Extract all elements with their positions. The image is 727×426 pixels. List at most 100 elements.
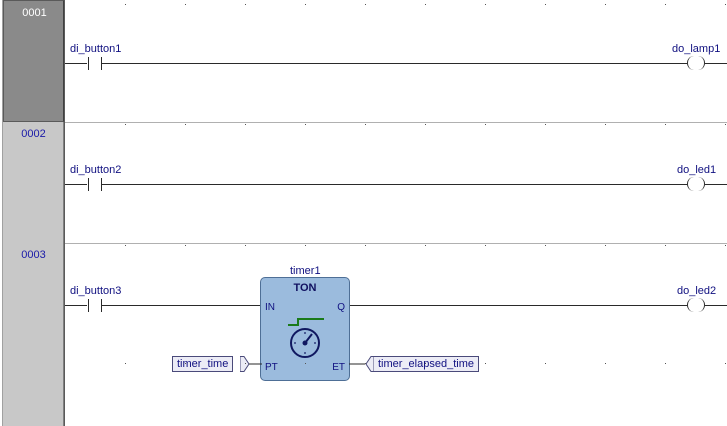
contact-label: di_button3 <box>70 285 122 297</box>
grid-dot <box>305 4 306 5</box>
grid-dot <box>365 124 366 125</box>
grid-dot <box>485 363 486 364</box>
grid-dot <box>605 124 606 125</box>
grid-dot <box>605 363 606 364</box>
grid-dot <box>125 245 126 246</box>
grid-dot <box>425 363 426 364</box>
grid-dot <box>425 245 426 246</box>
network-header-0003[interactable]: 0003 <box>3 243 64 426</box>
network-header-0001[interactable]: 0001 <box>3 0 64 122</box>
grid-dot <box>305 245 306 246</box>
grid-dot <box>545 124 546 125</box>
pin-et-label: ET <box>332 362 345 373</box>
grid-dot <box>125 124 126 125</box>
coil-left-arc[interactable] <box>687 177 695 191</box>
grid-dot <box>485 124 486 125</box>
rung-wire <box>705 305 727 306</box>
grid-dot <box>125 363 126 364</box>
pt-variable[interactable]: timer_time <box>172 356 234 372</box>
coil-label: do_lamp1 <box>672 43 721 55</box>
grid-dot <box>425 4 426 5</box>
grid-dot <box>245 245 246 246</box>
contact-label: di_button1 <box>70 43 122 55</box>
grid-dot <box>665 124 666 125</box>
rung-wire <box>350 305 687 306</box>
grid-dot <box>665 363 666 364</box>
grid-dot <box>665 245 666 246</box>
network-0001[interactable]: 0001 di_button1 do_lamp1 <box>0 0 727 122</box>
grid-dot <box>185 4 186 5</box>
network-0003[interactable]: 0003 di_button3 timer1 TON IN Q PT ET <box>0 243 727 426</box>
rung-wire <box>102 305 260 306</box>
contact-left-bar[interactable] <box>88 178 89 191</box>
coil-right-arc[interactable] <box>697 298 705 312</box>
network-number: 0001 <box>22 7 47 19</box>
fb-instance-label: timer1 <box>290 265 321 277</box>
grid-dot <box>365 245 366 246</box>
coil-right-arc[interactable] <box>697 56 705 70</box>
pin-pt-label: PT <box>265 362 278 373</box>
ton-function-block[interactable]: TON IN Q PT ET <box>260 277 350 381</box>
contact-right-bar[interactable] <box>101 178 102 191</box>
timer-icon <box>288 318 324 358</box>
grid-dot <box>365 363 366 364</box>
grid-dot <box>545 4 546 5</box>
grid-dot <box>665 4 666 5</box>
coil-right-arc[interactable] <box>697 177 705 191</box>
rung-wire <box>102 63 687 64</box>
grid-dot <box>245 124 246 125</box>
rung-wire <box>102 184 687 185</box>
rung-wire <box>65 63 87 64</box>
left-power-rail <box>64 243 65 426</box>
contact-left-bar[interactable] <box>88 299 89 312</box>
coil-left-arc[interactable] <box>687 298 695 312</box>
fb-type-label: TON <box>293 282 317 294</box>
editor-left-edge <box>0 0 3 426</box>
grid-dot <box>545 245 546 246</box>
grid-dot <box>725 124 726 125</box>
network-separator <box>64 122 727 123</box>
grid-dot <box>185 245 186 246</box>
grid-dot <box>185 363 186 364</box>
coil-label: do_led1 <box>677 164 717 176</box>
network-number: 0002 <box>21 128 46 140</box>
coil-left-arc[interactable] <box>687 56 695 70</box>
contact-right-bar[interactable] <box>101 57 102 70</box>
left-power-rail <box>64 0 65 122</box>
network-0002[interactable]: 0002 di_button2 do_led1 <box>0 122 727 243</box>
grid-dot <box>725 363 726 364</box>
grid-dot <box>245 363 246 364</box>
rung-wire <box>65 305 87 306</box>
coil-label: do_led2 <box>677 285 717 297</box>
rung-wire <box>705 184 727 185</box>
rung-wire <box>705 63 727 64</box>
grid-dot <box>305 124 306 125</box>
grid-dot <box>725 4 726 5</box>
grid-dot <box>485 245 486 246</box>
contact-left-bar[interactable] <box>88 57 89 70</box>
grid-dot <box>125 4 126 5</box>
network-header-0002[interactable]: 0002 <box>3 122 64 243</box>
et-connector-arrow <box>349 356 374 372</box>
grid-dot <box>185 124 186 125</box>
grid-dot <box>545 363 546 364</box>
contact-right-bar[interactable] <box>101 299 102 312</box>
network-number: 0003 <box>21 249 46 261</box>
grid-dot <box>305 363 306 364</box>
grid-dot <box>605 4 606 5</box>
grid-dot <box>605 245 606 246</box>
grid-dot <box>365 4 366 5</box>
grid-dot <box>485 4 486 5</box>
grid-dot <box>425 124 426 125</box>
pin-in-label: IN <box>265 302 275 313</box>
left-power-rail <box>64 122 65 243</box>
grid-dot <box>725 245 726 246</box>
pt-connector-arrow <box>240 356 262 372</box>
pin-q-label: Q <box>337 302 345 313</box>
grid-dot <box>245 4 246 5</box>
et-variable[interactable]: timer_elapsed_time <box>374 356 479 372</box>
rung-wire <box>65 184 87 185</box>
network-separator <box>64 243 727 244</box>
contact-label: di_button2 <box>70 164 122 176</box>
